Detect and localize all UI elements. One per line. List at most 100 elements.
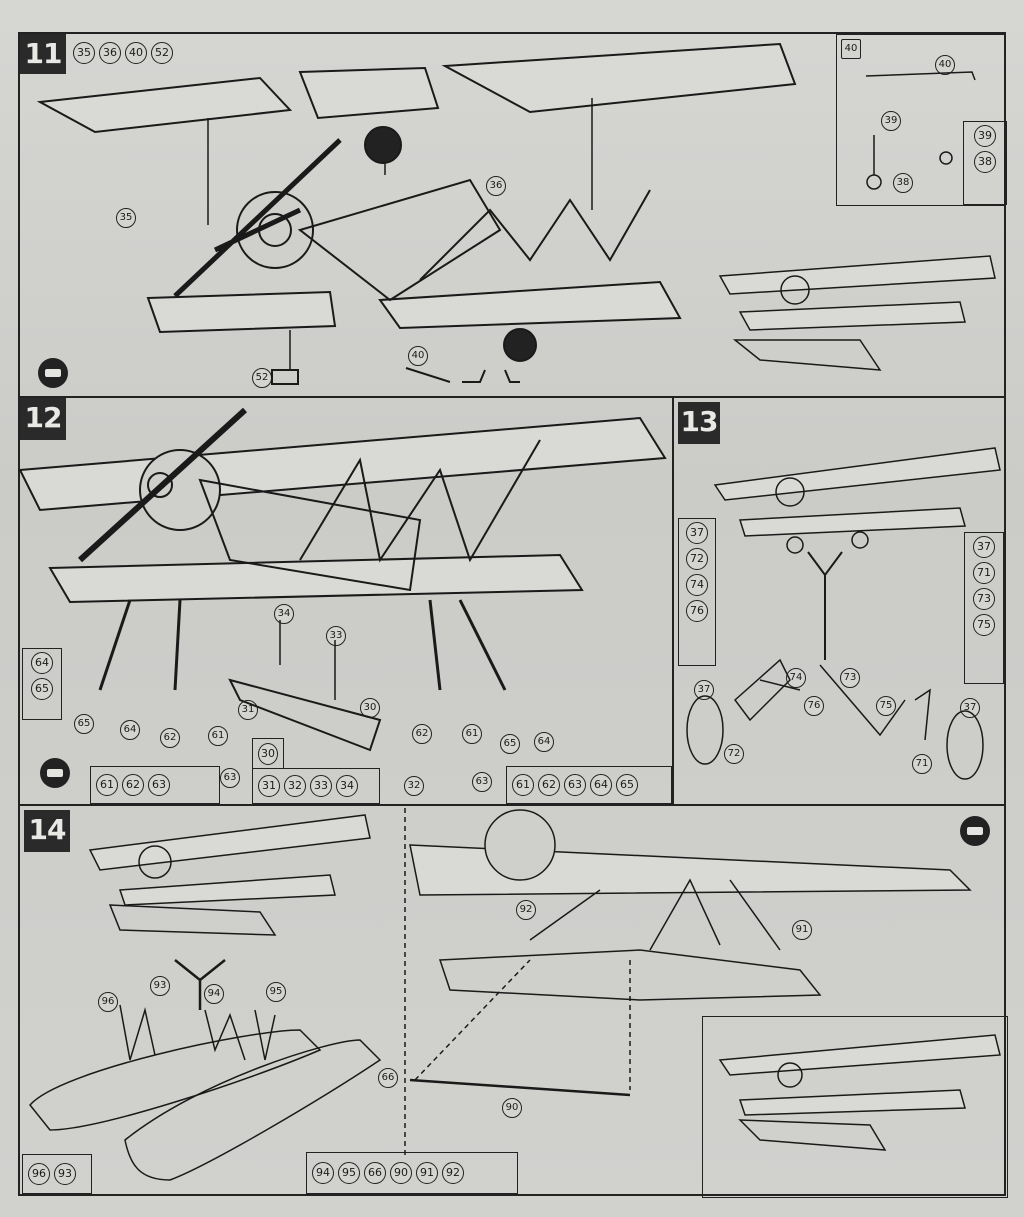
step-12-biplane-drawing: [18, 407, 667, 752]
part-number: 71: [973, 562, 995, 584]
step-13-left-parts: 37 72 74 76: [678, 518, 716, 666]
step-12-right-parts: 61 62 63 64 65: [506, 766, 672, 804]
part-callout: 76: [804, 696, 824, 716]
part-callout: 63: [472, 772, 492, 792]
part-callout: 52: [252, 368, 272, 388]
part-number: 72: [686, 548, 708, 570]
step-12-panel: 12 64 65 61 62 63 30 31 32 33 34 61 62 6…: [18, 396, 674, 806]
part-number: 37: [973, 536, 995, 558]
part-callout: 73: [840, 668, 860, 688]
part-number: 64: [31, 652, 53, 674]
step-14-parts: 94 95 66 90 91 92: [306, 1152, 518, 1194]
step-11-inset-drawing: [718, 71, 996, 371]
part-number: 63: [564, 774, 586, 796]
part-number: 65: [616, 774, 638, 796]
rotate-aircraft-icon: [38, 358, 68, 388]
part-callout: 33: [326, 626, 346, 646]
part-number: 76: [686, 600, 708, 622]
step-12-sub-parts: 31 32 33 34: [252, 768, 380, 804]
part-callout: 92: [516, 900, 536, 920]
part-callout: 74: [786, 668, 806, 688]
part-number: 32: [284, 775, 306, 797]
part-number: 74: [686, 574, 708, 596]
step-13-number: 13: [678, 402, 720, 444]
part-callout: 64: [534, 732, 554, 752]
part-callout: 71: [912, 754, 932, 774]
part-number: 31: [258, 775, 280, 797]
part-callout: 91: [792, 920, 812, 940]
part-number: 93: [54, 1163, 76, 1185]
part-callout: 95: [266, 982, 286, 1002]
part-number: 63: [148, 774, 170, 796]
part-callout: 65: [74, 714, 94, 734]
part-callout: 61: [462, 724, 482, 744]
part-number: 96: [28, 1163, 50, 1185]
rotate-aircraft-icon: [960, 816, 990, 846]
part-callout: 96: [98, 992, 118, 1012]
rotate-aircraft-icon: [40, 758, 70, 788]
part-number: 62: [538, 774, 560, 796]
step-12-sub-parts-top: 30: [252, 738, 284, 768]
part-number: 33: [310, 775, 332, 797]
part-callout: 65: [500, 734, 520, 754]
part-callout: 40: [841, 39, 861, 59]
part-callout: 64: [120, 720, 140, 740]
part-callout: 90: [502, 1098, 522, 1118]
inset-side-parts: 39 38: [963, 121, 1007, 205]
step-12-left-parts: 64 65: [22, 648, 62, 720]
part-number: 62: [122, 774, 144, 796]
step-11-inset: 40 40 39 38 39 38: [836, 34, 1007, 206]
part-number: 61: [96, 774, 118, 796]
part-number: 75: [973, 614, 995, 636]
part-number: 35: [73, 42, 95, 64]
part-number: 92: [442, 1162, 464, 1184]
part-number: 64: [590, 774, 612, 796]
part-callout: 32: [404, 776, 424, 796]
part-callout: 37: [960, 698, 980, 718]
part-callout: 35: [116, 208, 136, 228]
step-13-right-parts: 37 71 73 75: [964, 532, 1004, 684]
part-number: 65: [31, 678, 53, 700]
part-number: 90: [390, 1162, 412, 1184]
step-14-drawing: [29, 808, 1001, 1181]
part-number: 37: [686, 522, 708, 544]
part-number: 30: [258, 742, 278, 765]
part-number: 95: [338, 1162, 360, 1184]
step-14-panel: 14 96 93 94 95 66 90 91 92 96 93 94 95 6…: [18, 804, 1008, 1198]
step-14-left-parts: 96 93: [22, 1154, 92, 1194]
step-11-biplane-drawing: [36, 42, 797, 385]
part-number: 61: [512, 774, 534, 796]
part-callout: 62: [412, 724, 432, 744]
part-callout: 36: [486, 176, 506, 196]
step-11-number: 11: [20, 34, 66, 74]
part-callout: 63: [220, 768, 240, 788]
part-callout: 40: [935, 55, 955, 75]
part-number: 52: [151, 42, 173, 64]
step-13-biplane-drawing: [686, 447, 1001, 780]
part-callout: 61: [208, 726, 228, 746]
part-number: 40: [125, 42, 147, 64]
part-callout: 39: [881, 111, 901, 131]
part-number: 91: [416, 1162, 438, 1184]
part-callout: 34: [274, 604, 294, 624]
part-number: 73: [973, 588, 995, 610]
part-callout: 66: [378, 1068, 398, 1088]
part-callout: 40: [408, 346, 428, 366]
part-callout: 37: [694, 680, 714, 700]
part-callout: 75: [876, 696, 896, 716]
part-callout: 94: [204, 984, 224, 1004]
part-callout: 72: [724, 744, 744, 764]
part-callout: 93: [150, 976, 170, 996]
part-number: 39: [974, 125, 996, 147]
step-14-result-inset: [702, 1016, 1008, 1198]
step-12-parts: 61 62 63: [90, 766, 220, 804]
step-13-panel: 13 37 72 74 76 37 71 73 75 37 74 76 72 7…: [672, 396, 1006, 806]
part-callout: 62: [160, 728, 180, 748]
step-14-number: 14: [24, 810, 70, 852]
part-number: 38: [974, 151, 996, 173]
part-number: 66: [364, 1162, 386, 1184]
part-number: 94: [312, 1162, 334, 1184]
part-number: 34: [336, 775, 358, 797]
